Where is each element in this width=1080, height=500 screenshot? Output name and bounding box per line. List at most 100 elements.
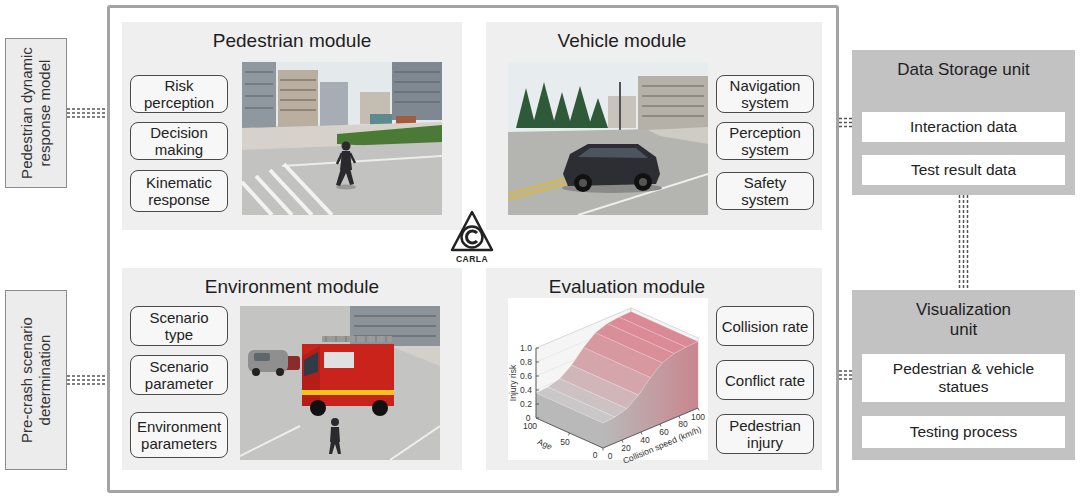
axis-tick-label: 40 [640, 435, 649, 445]
function-box: Environment parameters [130, 412, 228, 458]
vehicle-scene-part [568, 86, 592, 128]
dashed-connector-line [839, 118, 852, 120]
dashed-connector-line [839, 374, 852, 376]
side-input-box: Pedestrian dynamic response model [5, 38, 67, 188]
dashed-connector-line [959, 195, 961, 290]
environment-scene-part [329, 441, 341, 454]
environment-scene-part [276, 368, 284, 376]
module-title: Evaluation module [549, 276, 705, 298]
axis-tick-label: 0.4 [520, 385, 532, 395]
dashed-connector [839, 371, 852, 379]
function-box: Risk perception [130, 75, 228, 113]
environment-scene-part [302, 344, 394, 406]
vehicle-scene-part [516, 88, 536, 128]
function-box: Scenario type [130, 306, 228, 346]
input-label: Pre-crash scenario determination [18, 297, 54, 463]
dashed-connector-line [963, 195, 965, 290]
function-box: Kinematic response [130, 170, 228, 212]
dashed-connector-line [67, 383, 107, 385]
pedestrian-scene-part [242, 142, 442, 215]
vehicle-scene [508, 62, 708, 215]
unit-box: Data Storage unitInteraction dataTest re… [852, 50, 1075, 195]
environment-scene-part [240, 306, 440, 460]
unit-item-box: Test result data [862, 155, 1065, 185]
vehicle-scene-part [552, 92, 572, 128]
axis-tick-label: 20 [621, 443, 630, 453]
pedestrian-scene-part [337, 153, 355, 164]
injury-risk-surface-chart-part [569, 408, 700, 451]
axis-tick-label: 100 [523, 421, 537, 431]
vehicle-scene-part [574, 174, 592, 192]
module-panel: Environment moduleScenario typeScenario … [122, 268, 462, 470]
environment-scene-part [302, 390, 394, 395]
function-box: Scenario parameter [130, 355, 228, 395]
function-label: Risk perception [135, 77, 223, 111]
item-label: Testing process [910, 423, 1018, 441]
pedestrian-scene-part [278, 70, 318, 128]
vehicle-scene-part [634, 173, 652, 191]
unit-title: Visualization unit [904, 300, 1024, 340]
unit-item-box: Interaction data [862, 112, 1065, 142]
vehicle-scene-part [508, 128, 708, 215]
function-box: Safety system [716, 172, 814, 210]
environment-scene-part [326, 336, 386, 342]
vehicle-scene-part [579, 179, 587, 187]
function-box: Pedestrian injury [716, 414, 814, 454]
function-label: Decision making [135, 124, 223, 158]
axis-title: Injury risk [508, 365, 518, 401]
environment-scene [240, 306, 440, 460]
item-label: Test result data [911, 161, 1016, 179]
dashed-connector-line [67, 375, 107, 377]
dashed-connector [960, 195, 968, 290]
dashed-connector [839, 119, 852, 127]
pedestrian-scene-part [394, 72, 440, 102]
vehicle-scene-part [648, 127, 708, 144]
vehicle-scene-part [642, 86, 704, 116]
pedestrian-scene-part [282, 156, 442, 166]
dashed-connector [67, 376, 107, 384]
injury-risk-surface-chart-part [619, 312, 698, 348]
environment-scene-part [252, 368, 260, 376]
module-title: Pedestrian module [213, 30, 371, 52]
environment-scene-part [372, 400, 388, 416]
axis-title: Age [536, 436, 554, 451]
module-title: Vehicle module [558, 30, 687, 52]
carla-logo-part [462, 227, 483, 248]
function-label: Perception system [721, 124, 809, 158]
pedestrian-scene-part [392, 62, 442, 120]
environment-scene-part [304, 352, 318, 376]
pedestrian-scene [242, 62, 442, 215]
chart-label-layer: 1.00.80.60.40.20Injury risk100500Age0204… [508, 298, 708, 460]
function-label: Environment parameters [135, 418, 223, 452]
unit-box: Visualization unitPedestrian & vehicle s… [852, 290, 1075, 460]
injury-risk-surface-chart-part [536, 348, 539, 418]
function-label: Safety system [721, 174, 809, 208]
side-input-box: Pre-crash scenario determination [5, 290, 67, 470]
input-label: Pedestrian dynamic response model [18, 45, 54, 181]
axis-tick-label: 1.0 [520, 343, 532, 353]
axis-tick-label: 0.2 [520, 399, 532, 409]
function-box: Collision rate [716, 306, 814, 346]
function-label: Scenario parameter [135, 358, 223, 392]
environment-scene-part [331, 418, 339, 426]
dashed-connector-line [67, 112, 107, 114]
dashed-connector-line [839, 126, 852, 128]
module-panel: Vehicle moduleNavigation systemPerceptio… [486, 22, 822, 230]
function-label: Navigation system [721, 77, 809, 111]
dashed-connector-line [839, 370, 852, 372]
axis-tick-label: 60 [659, 427, 668, 437]
environment-scene-part [254, 353, 270, 361]
pedestrian-scene-part [242, 62, 442, 215]
dashed-connector-line [67, 116, 107, 118]
vehicle-scene-part [619, 82, 621, 132]
vehicle-scene-part [516, 82, 608, 128]
unit-item-box: Pedestrian & vehicle statues [862, 354, 1065, 402]
pedestrian-scene-part [336, 168, 354, 186]
function-label: Pedestrian injury [721, 417, 809, 451]
pedestrian-scene-part [320, 82, 348, 126]
vehicle-scene-part [508, 62, 708, 215]
pedestrian-scene-part [256, 176, 292, 215]
item-label: Interaction data [910, 118, 1017, 136]
dashed-connector [67, 109, 107, 117]
